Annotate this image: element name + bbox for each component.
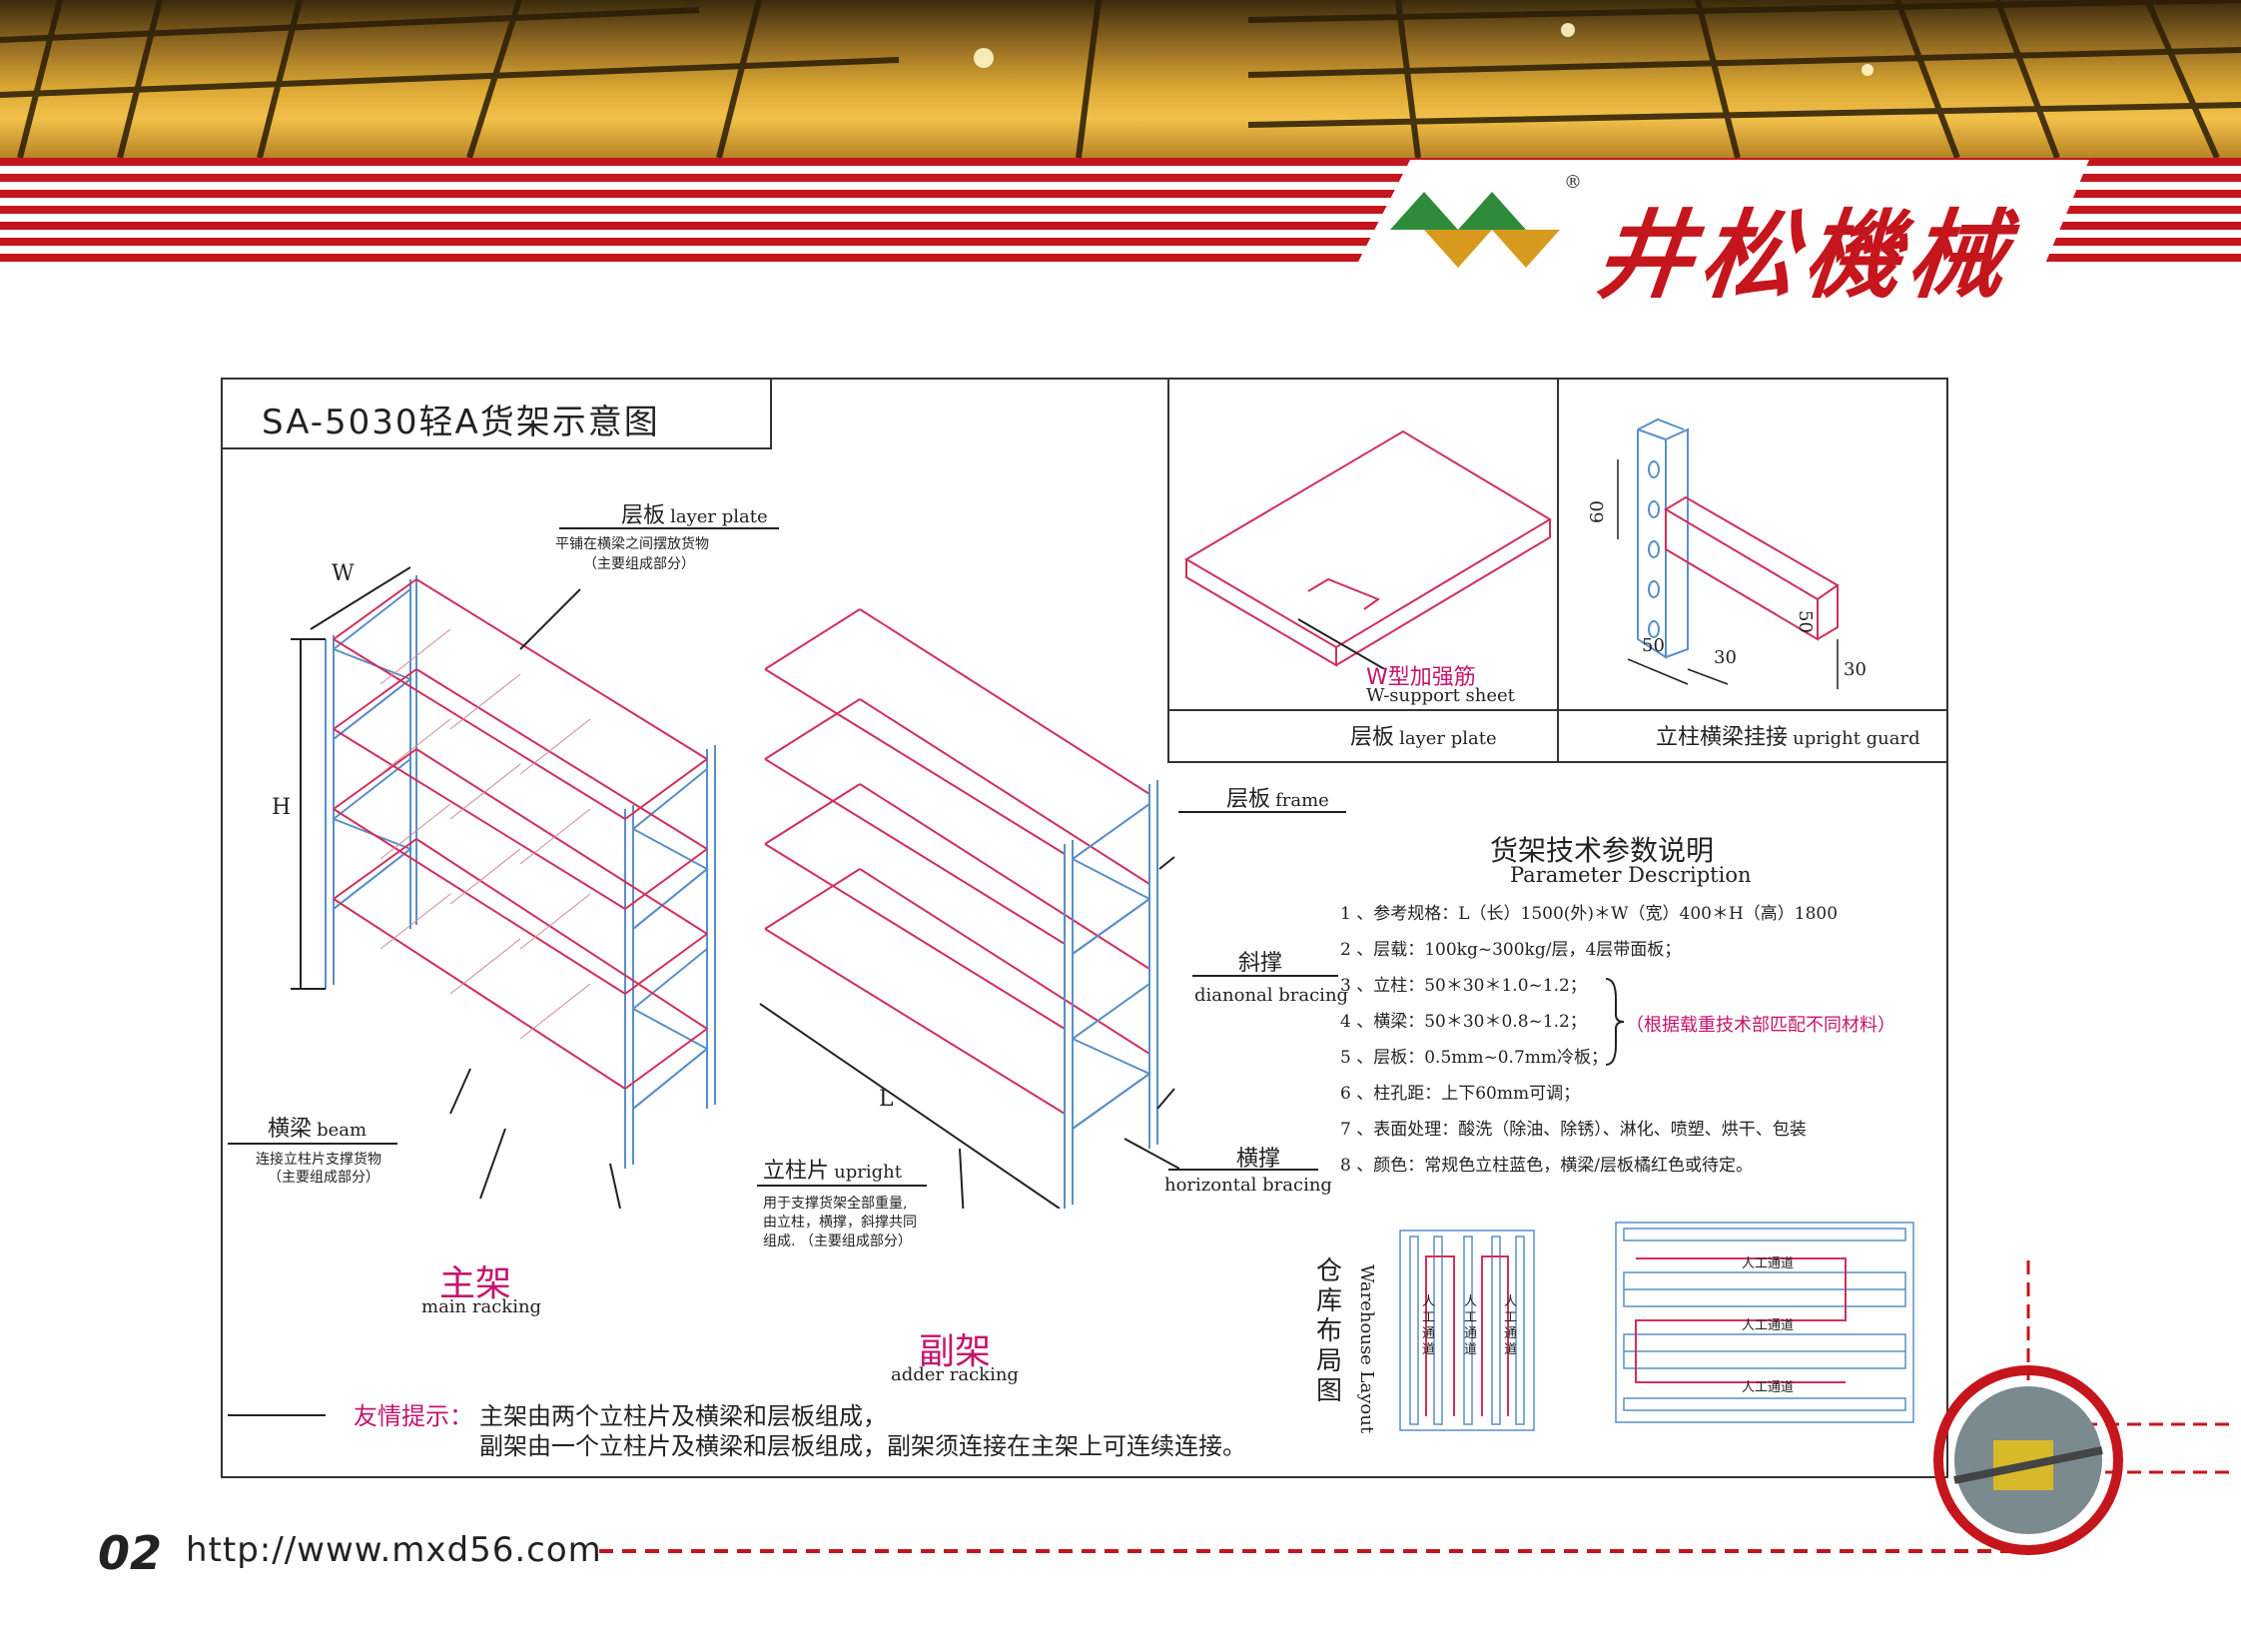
- layout-aisle-v-3: 人工通道: [1504, 1294, 1518, 1357]
- beam-en: beam: [317, 1120, 368, 1141]
- upright-rule: [757, 1185, 927, 1187]
- upright-note-2: 由立柱，横撑，斜撑共同: [763, 1215, 917, 1231]
- registered-mark: ®: [1564, 172, 1582, 193]
- param-row-5: 5 、层板：0.5mm~0.7mm冷板；: [1340, 1048, 1609, 1068]
- diagram-frame: [221, 378, 1948, 1478]
- layer-plate-note-2: （主要组成部分）: [583, 556, 695, 572]
- param-subtitle: Parameter Description: [1510, 863, 1752, 887]
- layer-plate-callout: 层板 layer plate: [621, 497, 768, 529]
- adder-beams: [764, 608, 1150, 1115]
- detail-caption-left-en: layer plate: [1399, 728, 1497, 749]
- w-support-en: W-support sheet: [1366, 685, 1515, 706]
- upright-note-1: 用于支撑货架全部重量,: [763, 1196, 908, 1212]
- main-racking-cn: 主架: [439, 1263, 512, 1304]
- hbracing-en: horizontal bracing: [1164, 1175, 1332, 1196]
- layer-plate-detail-art: [1184, 429, 1552, 669]
- upright-note-3: 组成. （主要组成部分）: [763, 1234, 912, 1249]
- footer-dashed-rule: [599, 1549, 2037, 1553]
- detail-caption-rule: [1167, 709, 1948, 711]
- main-racking-en: main racking: [421, 1296, 542, 1317]
- bracing-cn: 斜撑: [1238, 951, 1283, 976]
- param-row-6: 6 、柱孔距：上下60mm可调；: [1340, 1084, 1581, 1104]
- layer-plate-note-1: 平铺在横梁之间摆放货物: [555, 536, 709, 552]
- dim-50-b: 50: [1794, 610, 1816, 633]
- upright-callout: 立柱片 upright: [763, 1153, 902, 1185]
- layout-aisle-h-2: 人工通道: [1742, 1318, 1795, 1333]
- beam-note-1: 连接立柱片支撑货物: [256, 1152, 381, 1168]
- param-title: 货架技术参数说明: [1490, 834, 1715, 867]
- footer-url[interactable]: http://www.mxd56.com: [186, 1530, 602, 1570]
- param-brace: [1605, 978, 1625, 1066]
- layout-aisle-h-3: 人工通道: [1742, 1380, 1795, 1395]
- layer-plate-rule: [559, 527, 779, 529]
- page-number: 02: [98, 1526, 163, 1580]
- param-row-2: 2 、层载：100kg~300kg/层，4层带面板；: [1340, 940, 1682, 960]
- frame-callout: 层板 frame: [1226, 781, 1329, 813]
- dim-l-label: L: [879, 1087, 894, 1112]
- tip-line-1: 主架由两个立柱片及横梁和层板组成，: [479, 1402, 887, 1430]
- param-row-1: 1 、参考规格：L（长）1500(外)＊W（宽）400＊H（高）1800: [1340, 904, 1839, 924]
- dim-w-label: W: [332, 561, 355, 586]
- layout-title-en: Warehouse Layout: [1356, 1264, 1377, 1434]
- beam-callout: 横梁 beam: [268, 1111, 367, 1143]
- tip-rule: [228, 1414, 326, 1416]
- adder-racking-en: adder racking: [891, 1364, 1019, 1385]
- hbracing-cn: 横撑: [1236, 1147, 1281, 1172]
- w-support-cn: W型加强筋: [1366, 665, 1476, 690]
- beam-cn: 横梁: [268, 1117, 313, 1142]
- detail-caption-right-en: upright guard: [1793, 728, 1920, 749]
- beam-rule: [228, 1143, 397, 1145]
- layout-title-cn: 仓库布局图: [1316, 1256, 1343, 1406]
- param-row-8: 8 、颜色：常规色立柱蓝色，横梁/层板橘红色或待定。: [1340, 1156, 1753, 1176]
- dim-30-b: 30: [1844, 659, 1867, 680]
- dim-30-a: 30: [1714, 647, 1737, 668]
- adder-racking-cn: 副架: [919, 1331, 992, 1372]
- frame-rule: [1178, 811, 1346, 813]
- tip-line-2: 副架由一个立柱片及横梁和层板组成，副架须连接在主架上可连续连接。: [479, 1432, 1246, 1460]
- layout-aisle-h-1: 人工通道: [1742, 1256, 1795, 1271]
- tip-label: 友情提示：: [354, 1402, 473, 1430]
- dim-h-label: H: [272, 795, 292, 820]
- bracing-en: dianonal bracing: [1194, 985, 1349, 1006]
- logo-mark-icon: [1390, 192, 1560, 268]
- layout-vertical-art: [1399, 1230, 1535, 1431]
- layer-plate-en: layer plate: [670, 506, 768, 527]
- warehouse-photo-art: [0, 0, 2241, 158]
- adder-upright: [1064, 780, 1158, 1209]
- main-beams: [333, 578, 708, 1090]
- detail-divider: [1557, 378, 1559, 763]
- detail-caption-left-cn: 层板: [1350, 725, 1395, 750]
- layout-aisle-v-2: 人工通道: [1464, 1294, 1478, 1357]
- param-brace-note: （根据载重技术部匹配不同材料）: [1626, 1015, 1895, 1036]
- upright-en: upright: [834, 1162, 902, 1183]
- beam-note-2: （主要组成部分）: [268, 1170, 379, 1186]
- brand-name: 井松機械: [1591, 200, 2018, 312]
- title-box: [221, 378, 772, 449]
- decorative-photo-circle: [1933, 1260, 2233, 1555]
- layout-aisle-v-1: 人工通道: [1422, 1294, 1436, 1357]
- rack-drawing: [291, 566, 1179, 1209]
- detail-caption-left: 层板 layer plate: [1350, 719, 1497, 751]
- frame-cn: 层板: [1226, 787, 1271, 812]
- param-row-4: 4 、横梁：50＊30＊0.8~1.2；: [1340, 1012, 1587, 1032]
- header-photo: [0, 0, 2241, 158]
- param-row-3: 3 、立柱：50＊30＊1.0~1.2；: [1340, 976, 1587, 996]
- bracing-rule: [1192, 975, 1338, 977]
- page-title: SA-5030轻A货架示意图: [262, 403, 660, 442]
- detail-caption-right: 立柱横梁挂接 upright guard: [1656, 719, 1920, 751]
- upright-cn: 立柱片: [763, 1159, 830, 1184]
- hbracing-rule: [1168, 1169, 1318, 1171]
- dim-60: 60: [1586, 500, 1608, 523]
- layout-horizontal-art: [1615, 1222, 1914, 1423]
- layer-plate-cn: 层板: [621, 503, 666, 528]
- upright-guard-detail-art: [1617, 417, 1840, 689]
- detail-caption-right-cn: 立柱横梁挂接: [1656, 725, 1789, 750]
- dim-50-a: 50: [1642, 635, 1665, 656]
- param-row-7: 7 、表面处理：酸洗（除油、除锈）、淋化、喷塑、烘干、包装: [1340, 1120, 1807, 1140]
- frame-en: frame: [1275, 790, 1329, 811]
- header-stripes: [0, 158, 2241, 262]
- main-upright-left: [325, 575, 716, 1169]
